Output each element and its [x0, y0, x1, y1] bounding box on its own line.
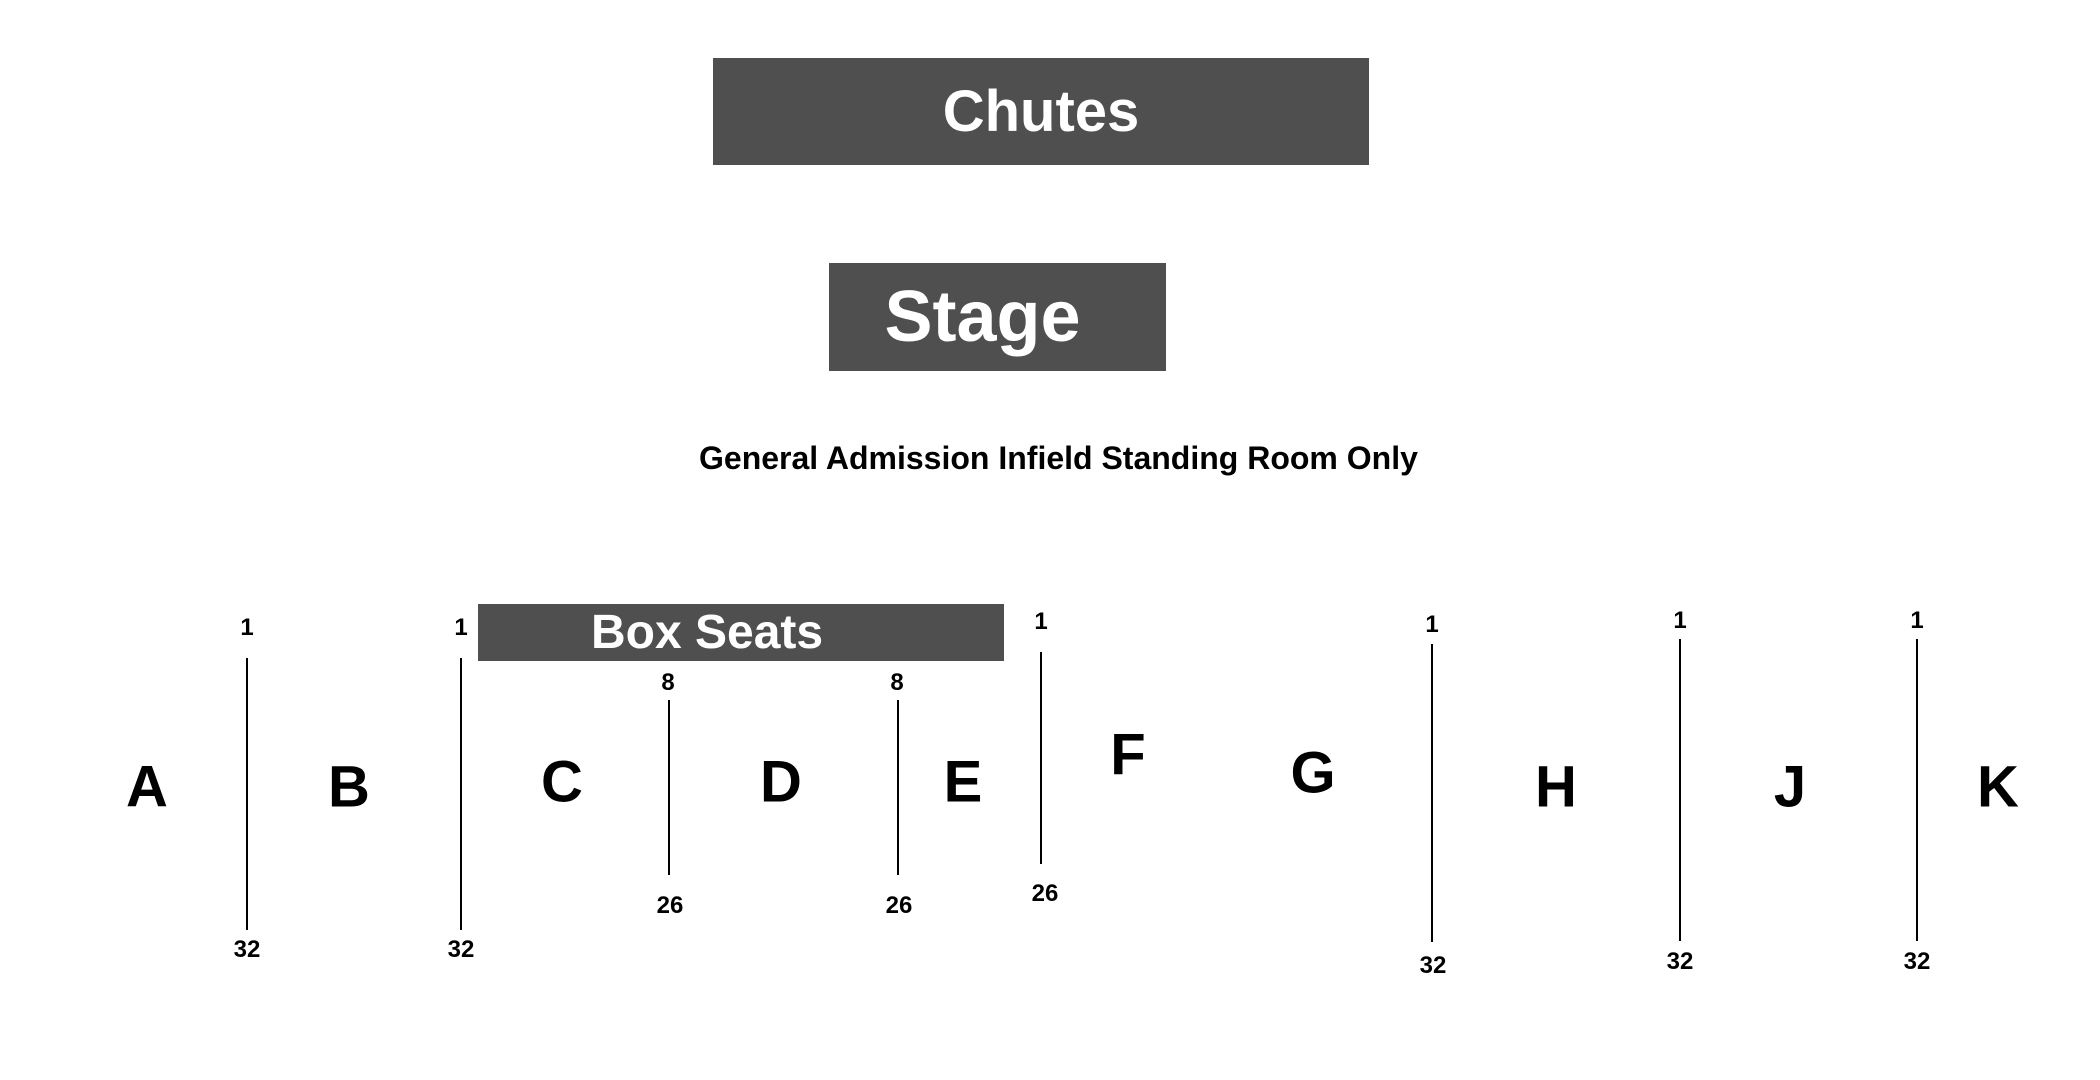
divider-d-e-first-row: 8 [890, 669, 904, 696]
section-f: F [1110, 722, 1146, 788]
box-seats-area: Box Seats [478, 604, 1004, 661]
chutes-label: Chutes [942, 79, 1140, 144]
divider-e-f-first-row: 1 [1034, 608, 1048, 635]
section-h: H [1535, 754, 1577, 820]
divider-g-h-last-row: 32 [1419, 952, 1447, 979]
divider-d-e-last-row: 26 [885, 892, 913, 919]
divider-j-k [1916, 639, 1918, 941]
section-j: J [1773, 754, 1807, 820]
divider-e-f-last-row: 26 [1031, 880, 1059, 907]
divider-h-j-last-row: 32 [1666, 948, 1694, 975]
divider-j-k-last-row: 32 [1903, 948, 1931, 975]
divider-b-c-last-row: 32 [447, 936, 475, 963]
section-g: G [1290, 740, 1336, 806]
divider-a-b-first-row: 1 [240, 614, 254, 641]
divider-g-h-first-row: 1 [1425, 611, 1439, 638]
section-c: C [541, 749, 583, 815]
divider-c-d [668, 700, 670, 875]
divider-c-d-first-row: 8 [661, 669, 675, 696]
section-e: E [943, 749, 983, 815]
divider-d-e [897, 700, 899, 875]
divider-b-c-first-row: 1 [454, 614, 468, 641]
divider-b-c [460, 658, 462, 930]
chutes-area: Chutes [713, 58, 1369, 165]
box-seats-label: Box Seats [591, 606, 824, 659]
divider-h-j-first-row: 1 [1673, 607, 1687, 634]
divider-e-f [1040, 652, 1042, 864]
section-k: K [1977, 754, 2019, 820]
divider-h-j [1679, 639, 1681, 941]
section-b: B [328, 754, 370, 820]
section-a: A [126, 754, 168, 820]
general-admission-label: General Admission Infield Standing Room … [699, 440, 1418, 476]
section-d: D [760, 749, 802, 815]
stage-area: Stage [829, 263, 1166, 371]
stage-label: Stage [884, 277, 1081, 357]
divider-a-b [246, 658, 248, 930]
divider-g-h [1431, 644, 1433, 942]
divider-c-d-last-row: 26 [656, 892, 684, 919]
divider-j-k-first-row: 1 [1910, 607, 1924, 634]
divider-a-b-last-row: 32 [233, 936, 261, 963]
